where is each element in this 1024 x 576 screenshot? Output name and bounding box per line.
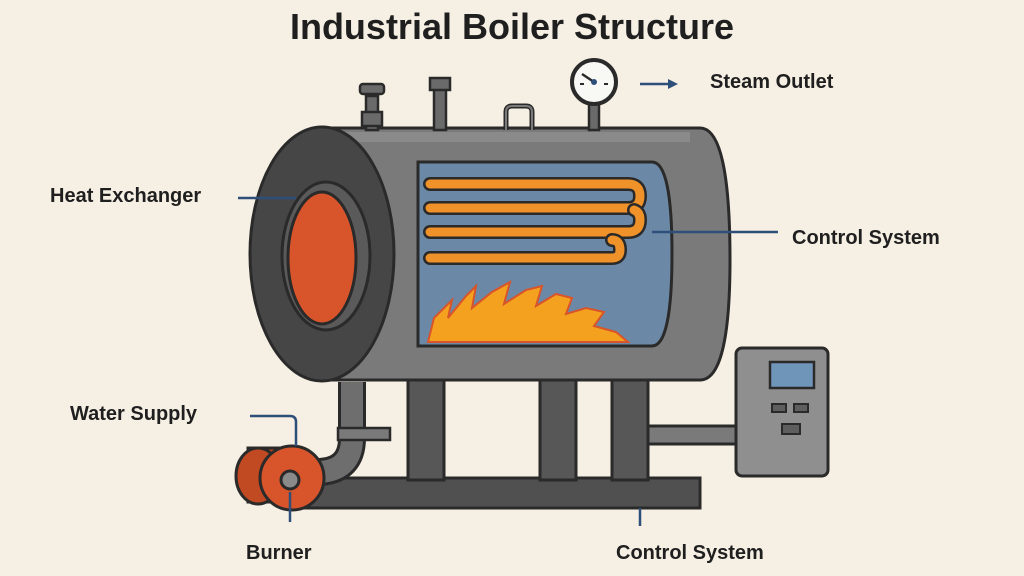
- burner-port: [279, 469, 301, 491]
- pressure-gauge: [570, 58, 618, 132]
- support-leg: [406, 360, 446, 482]
- label-heat-exchanger: Heat Exchanger: [50, 185, 202, 207]
- control-panel: [734, 346, 830, 478]
- panel-button: [771, 403, 787, 413]
- label-water-supply: Water Supply: [70, 403, 198, 425]
- furnace-door: [286, 190, 358, 326]
- base-platform: [290, 476, 702, 510]
- water-supply-leader: [250, 414, 298, 446]
- leader-lines: [238, 196, 778, 526]
- panel-screen: [768, 360, 816, 390]
- label-control-system-bottom: Control System: [616, 542, 764, 564]
- diagram-title: Industrial Boiler Structure: [289, 6, 735, 47]
- burner: [234, 444, 326, 512]
- top-valve: [358, 82, 386, 132]
- label-control-system-right: Control System: [792, 227, 940, 249]
- label-burner: Burner: [246, 542, 312, 564]
- support-leg: [538, 378, 578, 482]
- burner-flames: [426, 279, 631, 343]
- top-valve: [428, 76, 452, 132]
- steam-outlet-arrow: [640, 79, 678, 89]
- panel-button: [793, 403, 809, 413]
- panel-button: [781, 423, 801, 435]
- lifting-lug: [503, 103, 535, 130]
- pipe-flange: [336, 426, 392, 442]
- heat-exchanger-tubes: [423, 177, 648, 265]
- label-steam-outlet: Steam Outlet: [710, 71, 834, 93]
- panel-connector-pipe: [646, 424, 750, 446]
